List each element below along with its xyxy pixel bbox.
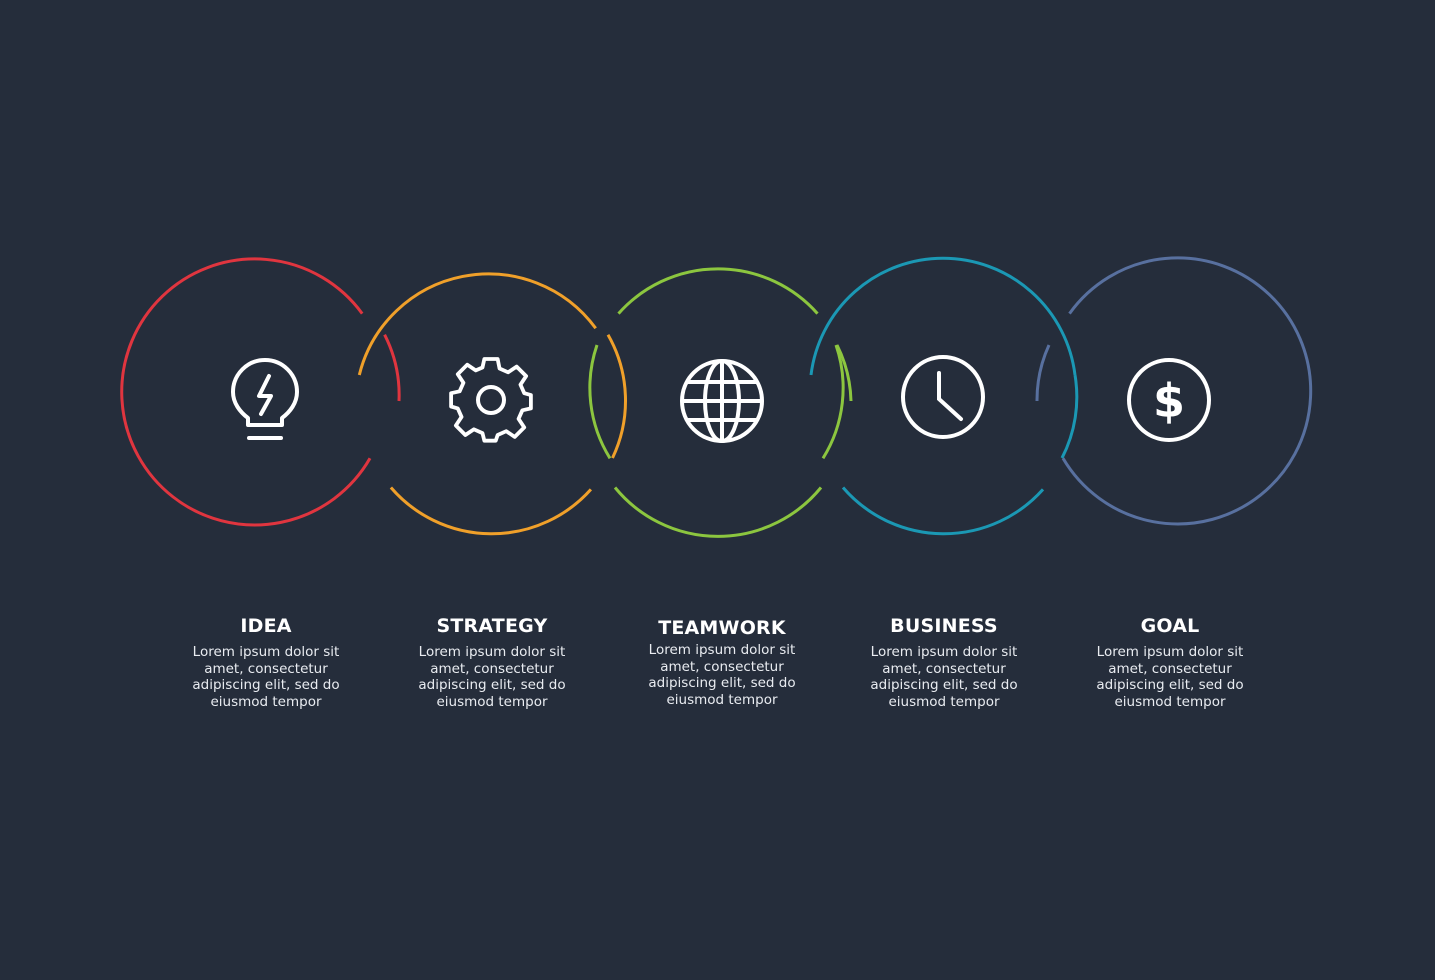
- step-1-ring: [120, 257, 372, 527]
- dollar-icon: $: [1127, 358, 1211, 442]
- step-1-text: IDEA Lorem ipsum dolor sit amet, consect…: [166, 614, 366, 710]
- step-4-ring-group: [809, 256, 1079, 536]
- step-3-ring-bottom: [613, 486, 823, 538]
- step-2-ring-right: [606, 333, 627, 459]
- step-4-ring-bottom: [841, 486, 1045, 536]
- step-4-title: BUSINESS: [890, 615, 998, 637]
- step-3-ring-group: [588, 267, 845, 538]
- globe-icon: [680, 359, 764, 443]
- step-1-description: Lorem ipsum dolor sit amet, consectetur …: [192, 644, 340, 710]
- step-2-ring-group: [357, 272, 597, 536]
- step-5-ring-left: [1035, 344, 1051, 402]
- step-5-text: GOAL Lorem ipsum dolor sit amet, consect…: [1070, 614, 1270, 710]
- step-3-ring-right-overlap: [835, 344, 853, 402]
- step-5-title: GOAL: [1140, 615, 1200, 637]
- step-3-ring-top: [617, 267, 819, 315]
- step-3-description: Lorem ipsum dolor sit amet, consectetur …: [648, 642, 796, 708]
- clock-icon: [901, 355, 985, 439]
- step-2-ring-lower: [389, 486, 593, 536]
- step-1-ring-group: [120, 257, 372, 527]
- dollar-sign: $: [1153, 374, 1185, 428]
- step-3-text: TEAMWORK Lorem ipsum dolor sit amet, con…: [622, 616, 822, 708]
- step-2-ring-left: [383, 334, 401, 402]
- step-4-description: Lorem ipsum dolor sit amet, consectetur …: [870, 644, 1018, 710]
- step-5-ring-group: [1035, 256, 1313, 526]
- step-3-ring-left: [588, 344, 612, 460]
- step-2-ring: [357, 272, 597, 376]
- lightbulb-icon: [231, 358, 299, 440]
- step-5-ring: [1061, 256, 1313, 526]
- step-3-title: TEAMWORK: [658, 617, 786, 639]
- step-2-text: STRATEGY Lorem ipsum dolor sit amet, con…: [392, 614, 592, 710]
- step-2-description: Lorem ipsum dolor sit amet, consectetur …: [418, 644, 566, 710]
- gear-icon: [449, 357, 533, 443]
- step-4-ring-top: [809, 256, 1077, 376]
- step-1-title: IDEA: [240, 615, 292, 637]
- step-4-ring-right: [1060, 374, 1079, 459]
- step-4-text: BUSINESS Lorem ipsum dolor sit amet, con…: [844, 614, 1044, 710]
- step-5-description: Lorem ipsum dolor sit amet, consectetur …: [1096, 644, 1244, 710]
- step-3-ring-right: [821, 344, 845, 460]
- step-2-title: STRATEGY: [436, 615, 548, 637]
